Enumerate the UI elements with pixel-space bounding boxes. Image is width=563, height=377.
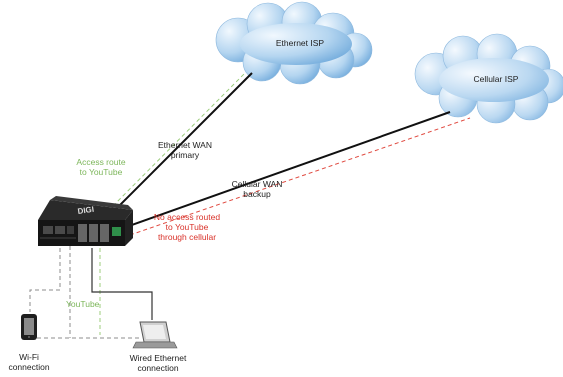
wired-label-line1: Wired Ethernet [129,353,187,363]
ethernet-wan-label-line1: Ethernet WAN [157,140,212,150]
wifi-label-line1: Wi-Fi [19,352,39,362]
wifi-connection-label: Wi-Fi connection [2,352,56,372]
ethernet-wan-link [110,72,253,215]
ethernet-wan-label-line2: primary [170,150,200,160]
no-access-note-line3: through cellular [157,232,217,242]
access-route-note: Access route to YouTube [68,157,134,177]
ethernet-wan-label: Ethernet WAN primary [150,140,220,160]
cellular-isp-cloud-icon [414,33,563,124]
access-route-note-line1: Access route [76,157,126,167]
router-brand-label: DIGI [77,205,95,216]
wired-label-line2: connection [137,363,179,373]
wifi-label-line2: connection [8,362,50,372]
ethernet-isp-cloud-icon [215,1,373,85]
no-access-note-line2: to YouTube [165,222,209,232]
youtube-note: YouTube [66,299,100,309]
router-icon [38,196,133,246]
cellular-wan-label: Cellular WAN backup [222,179,292,199]
cellular-isp-label: Cellular ISP [473,74,519,84]
ethernet-isp-label: Ethernet ISP [275,38,325,48]
wired-connection-label: Wired Ethernet connection [118,353,198,373]
laptop-icon [132,321,178,349]
no-access-note: No access routed to YouTube through cell… [146,212,228,242]
ethernet-cable [91,248,153,320]
access-route-line [102,73,245,217]
no-access-route-line [129,117,471,236]
phone-icon [21,314,37,340]
no-access-note-line1: No access routed [153,212,221,222]
access-route-note-line2: to YouTube [79,167,123,177]
local-dashed-lines [29,246,140,339]
cellular-wan-label-line2: backup [243,189,271,199]
cellular-wan-link [125,111,451,228]
cellular-wan-label-line1: Cellular WAN [231,179,283,189]
